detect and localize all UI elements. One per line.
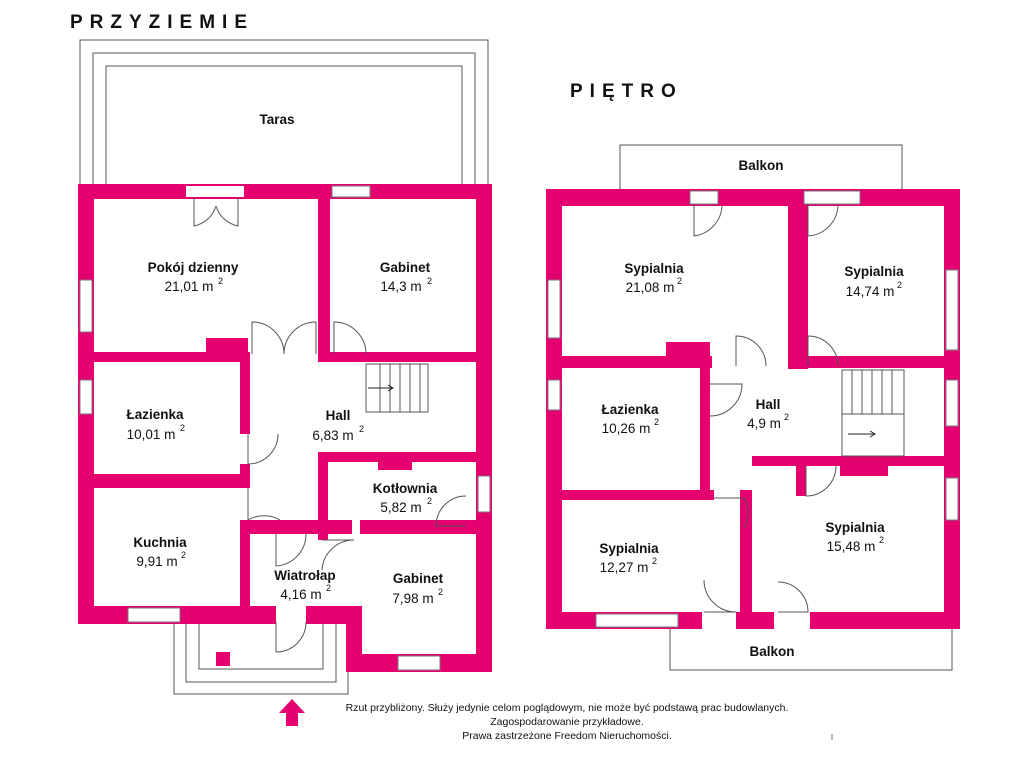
svg-text:Łazienka: Łazienka <box>126 407 184 422</box>
balcony-bottom-label: Balkon <box>749 644 794 659</box>
svg-text:2: 2 <box>784 412 789 422</box>
svg-text:15,48 m: 15,48 m <box>827 539 876 554</box>
disclaimer: Rzut przybliżony. Służy jedynie celom po… <box>346 702 789 742</box>
svg-text:Hall: Hall <box>326 408 351 423</box>
svg-text:10,26 m: 10,26 m <box>602 421 651 436</box>
svg-text:4,16 m: 4,16 m <box>280 587 321 602</box>
svg-text:21,01 m: 21,01 m <box>165 279 214 294</box>
svg-text:Łazienka: Łazienka <box>601 402 659 417</box>
entrance-arrow-icon <box>279 699 305 726</box>
room-label: Sypialnia 21,08 m 2 <box>624 261 684 295</box>
svg-text:2: 2 <box>427 496 432 506</box>
svg-text:Hall: Hall <box>756 397 781 412</box>
disclaimer-line-3: Prawa zastrzeżone Freedom Nieruchomości. <box>462 730 672 742</box>
svg-text:Wiatrołap: Wiatrołap <box>274 568 335 583</box>
upper-floor-title: PIĘTRO <box>570 81 683 102</box>
room-label: Sypialnia 14,74 m 2 <box>844 264 904 299</box>
room-label: Sypialnia 12,27 m 2 <box>599 541 659 575</box>
svg-text:9,91 m: 9,91 m <box>136 554 177 569</box>
upper-floor-doors <box>693 204 839 613</box>
entrance-porch <box>173 621 349 695</box>
balcony-bottom <box>669 625 953 671</box>
room-label: Kuchnia 9,91 m 2 <box>133 535 187 569</box>
svg-text:Sypialnia: Sypialnia <box>599 541 659 556</box>
svg-text:2: 2 <box>326 583 331 593</box>
room-label: Pokój dzienny 21,01 m 2 <box>148 260 239 294</box>
svg-text:2: 2 <box>218 276 223 286</box>
stairs-icon <box>365 363 429 413</box>
ground-floor-doors <box>193 197 467 653</box>
balcony-top-label: Balkon <box>738 158 783 173</box>
svg-text:2: 2 <box>438 587 443 597</box>
svg-text:4,9 m: 4,9 m <box>747 416 781 431</box>
svg-text:2: 2 <box>677 276 682 286</box>
svg-text:2: 2 <box>897 280 902 290</box>
terrace-label: Taras <box>259 112 294 127</box>
svg-text:2: 2 <box>652 556 657 566</box>
svg-text:21,08 m: 21,08 m <box>626 280 675 295</box>
room-label: Hall 4,9 m 2 <box>747 397 789 431</box>
svg-text:12,27 m: 12,27 m <box>600 560 649 575</box>
svg-text:Gabinet: Gabinet <box>393 571 444 586</box>
svg-text:Sypialnia: Sypialnia <box>624 261 684 276</box>
svg-text:2: 2 <box>427 276 432 286</box>
svg-text:14,3 m: 14,3 m <box>380 279 421 294</box>
svg-text:6,83 m: 6,83 m <box>312 428 353 443</box>
svg-text:Sypialnia: Sypialnia <box>844 264 904 279</box>
ground-floor-windows <box>79 185 491 671</box>
room-label: Wiatrołap 4,16 m 2 <box>274 568 335 602</box>
svg-text:14,74 m: 14,74 m <box>846 284 895 299</box>
svg-text:2: 2 <box>181 550 186 560</box>
room-label: Hall 6,83 m 2 <box>312 408 364 443</box>
svg-text:Kuchnia: Kuchnia <box>133 535 187 550</box>
svg-text:Pokój dzienny: Pokój dzienny <box>148 260 239 275</box>
disclaimer-line-2: Zagospodarowanie przykładowe. <box>490 716 644 728</box>
room-label: Gabinet 7,98 m 2 <box>392 571 443 606</box>
room-label: Gabinet 14,3 m 2 <box>380 260 432 294</box>
ground-floor-title: PRZYZIEMIE <box>70 12 254 33</box>
svg-text:2: 2 <box>654 417 659 427</box>
upper-floor-windows <box>547 190 959 629</box>
upper-floor-plan: Balkon Balkon Sypialnia 21,08 m 2 Sypial… <box>546 144 960 671</box>
svg-text:2: 2 <box>359 424 364 434</box>
room-label: Sypialnia 15,48 m 2 <box>825 520 885 554</box>
svg-text:Gabinet: Gabinet <box>380 260 431 275</box>
room-label: Kotłownia 5,82 m 2 <box>373 481 438 515</box>
room-label: Łazienka 10,26 m 2 <box>601 402 659 436</box>
room-label: Łazienka 10,01 m 2 <box>126 407 185 442</box>
svg-text:10,01 m: 10,01 m <box>127 427 176 442</box>
svg-text:2: 2 <box>180 423 185 433</box>
svg-text:2: 2 <box>879 535 884 545</box>
svg-text:Kotłownia: Kotłownia <box>373 481 438 496</box>
disclaimer-line-1: Rzut przybliżony. Służy jedynie celom po… <box>346 702 789 714</box>
svg-text:Sypialnia: Sypialnia <box>825 520 885 535</box>
svg-text:5,82 m: 5,82 m <box>380 500 421 515</box>
svg-text:7,98 m: 7,98 m <box>392 591 433 606</box>
ground-floor-plan: Taras Pokój dzienny 21,01 m 2 Gabinet 14… <box>78 39 492 726</box>
stairs-icon <box>841 369 905 457</box>
